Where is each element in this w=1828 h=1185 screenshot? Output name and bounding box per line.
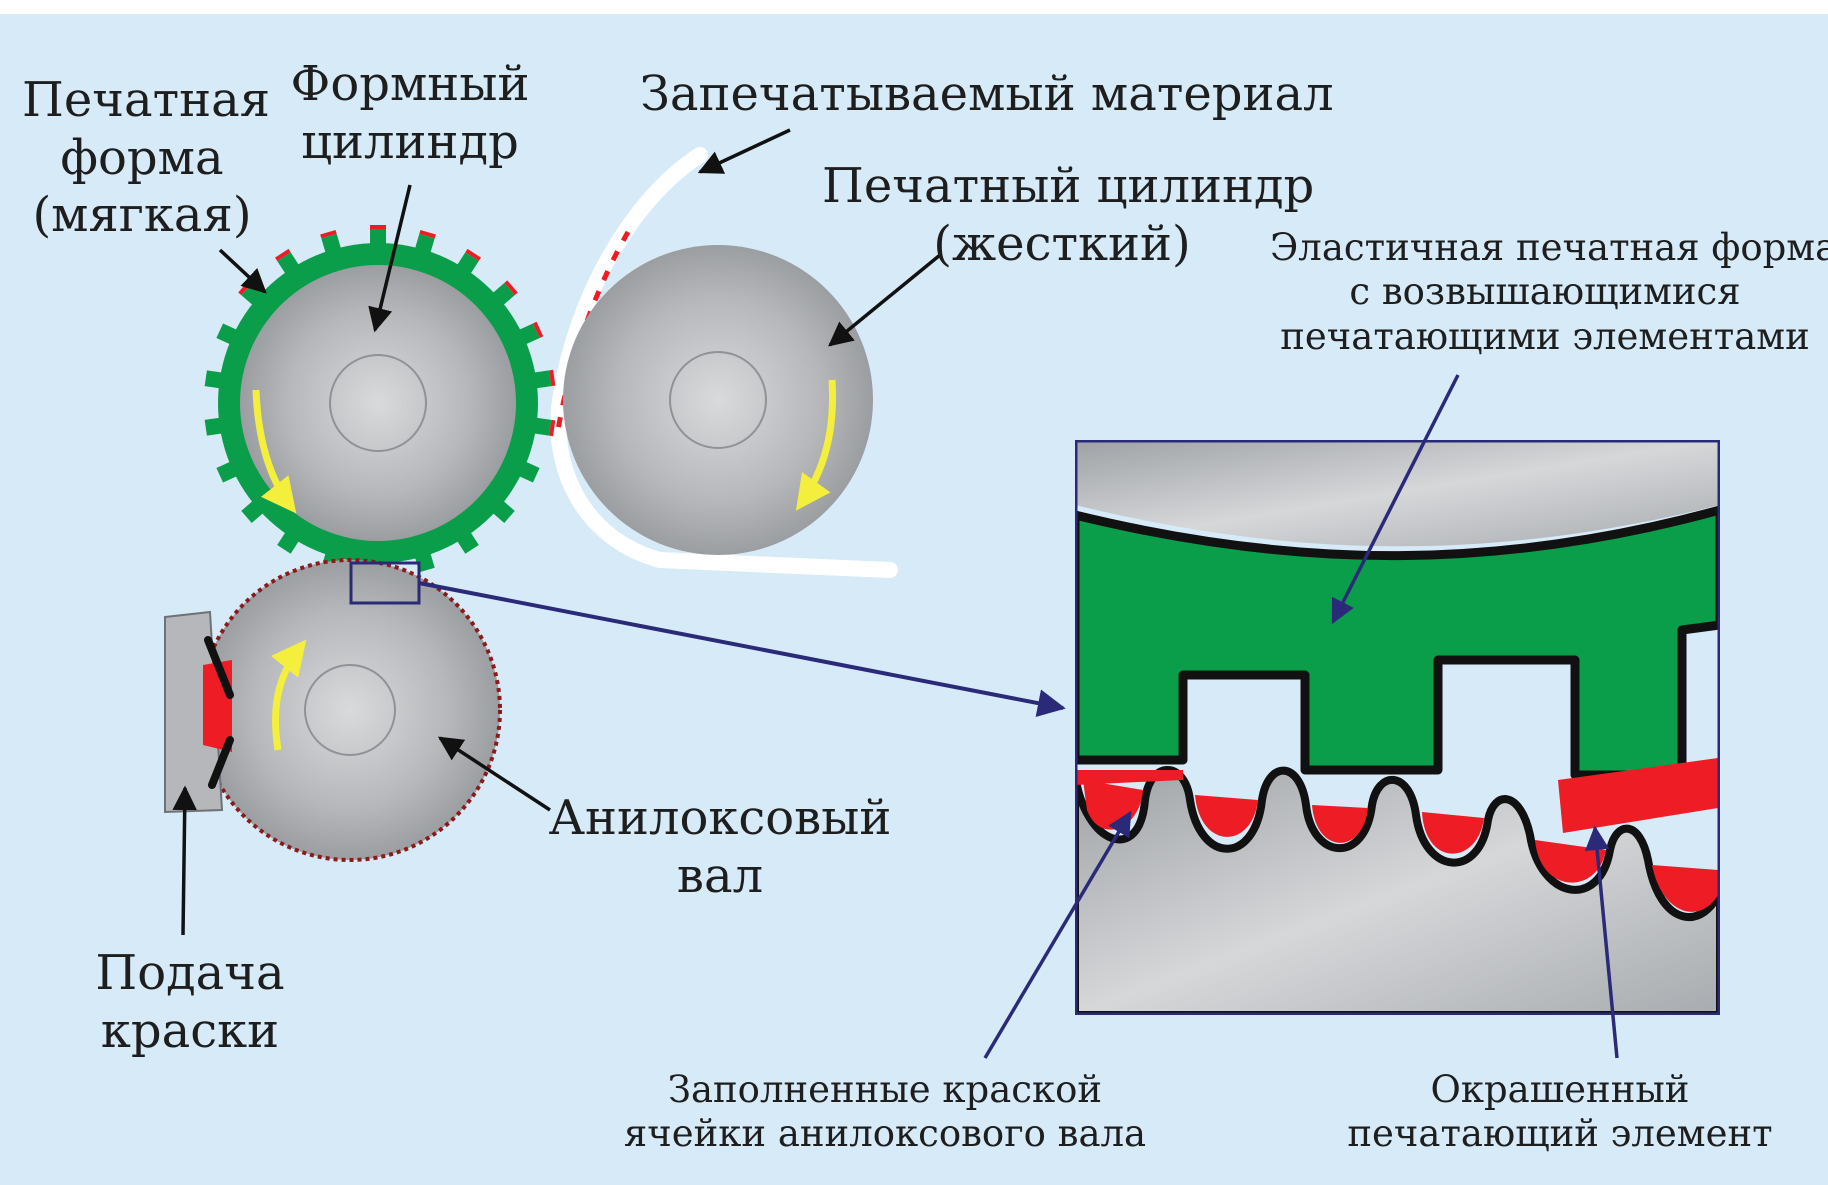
plate-tooth [277,531,300,554]
label-plate-soft-line1: Печатная [22,72,271,128]
label-filled-cells: Заполненные краской ячейки анилоксового … [605,1068,1165,1157]
label-elastic-plate-line2: с возвышающимися [1349,270,1741,314]
plate-tooth-ink [275,248,291,261]
rotation-arrow-plate [252,389,297,514]
rotation-arrow-anilox [270,639,307,751]
label-anilox-roll-line2: вал [676,847,764,904]
ink-chamber [164,610,234,814]
ink-cell-2 [1195,795,1258,837]
label-plate-soft-line2: форма [60,129,224,186]
label-substrate: Запечатываемый материал [640,66,1334,122]
arrow-filled-cells [983,810,1132,1059]
plate-tooth-ink [504,280,518,296]
anilox-roll [198,558,502,862]
plate-tooth [533,370,552,389]
ink-cell-3 [1312,805,1368,843]
arrow-impression-cylinder [828,253,942,347]
label-anilox-roll: Анилоксовый вал [545,790,895,905]
arrow-ink-supply [172,785,197,936]
plate-tooth [456,252,479,275]
label-inked-element-line1: Окрашенный [1430,1068,1690,1111]
label-filled-cells-line2: ячейки анилоксового вала [623,1112,1147,1156]
magnified-inset [1075,440,1720,1015]
label-elastic-plate-line1: Эластичная печатная форма [1270,226,1828,269]
arrow-anilox-roll [437,736,551,812]
plate-tooth [414,233,435,254]
plate-tooth [216,323,238,345]
plate-tooth-ink [532,321,544,338]
plate-tooth-ink [549,419,556,437]
plate-tooth-ink [370,225,386,229]
plate-tooth [321,233,342,254]
plate-tooth [241,500,264,523]
plate-tooth [204,370,223,389]
label-elastic-plate-line3: печатающими элементами [1280,314,1810,358]
label-ink-supply-line1: Подача [95,945,285,1001]
label-inked-element-line2: печатающий элемент [1347,1112,1773,1156]
arrow-elastic-plate [1331,374,1460,625]
label-filled-cells-line1: Заполненные краской [667,1068,1103,1111]
plate-tooth-ink [549,369,556,387]
label-plate-cylinder-line1: Формный [290,56,530,112]
plate-tooth [518,461,540,483]
label-ink-supply: Подача краски [80,945,300,1060]
label-impression-cylinder-line2: (жесткий) [933,215,1191,272]
label-plate-cylinder: Формный цилиндр [285,56,535,171]
plate-tooth [456,531,479,554]
plate-tooth [533,417,552,436]
label-impression-cylinder-line1: Печатный цилиндр [822,158,1315,214]
arrow-plate-soft [218,248,267,294]
ink-cell-4 [1422,812,1484,854]
label-plate-soft: Печатная форма (мягкая) [22,72,271,245]
label-inked-element: Окрашенный печатающий элемент [1335,1068,1785,1157]
ink-cell-6 [1652,865,1718,912]
inked-printing-element [1558,758,1718,833]
plate-tooth-ink [419,229,436,239]
plate-tooth-ink [465,248,481,261]
plate-tooth-ink [320,229,337,239]
plate-tooth [518,323,540,345]
rotation-arrow-impression [795,379,836,511]
plate-tooth [492,283,515,306]
arrow-substrate [697,128,791,174]
label-anilox-roll-line1: Анилоксовый [548,790,892,846]
substrate-ink-marks [555,230,631,431]
arrow-plate-cylinder [368,184,412,333]
label-plate-soft-line3: (мягкая) [32,187,252,244]
arrow-inked-element [1584,825,1619,1059]
impression-cylinder [563,245,873,555]
label-impression-cylinder: Печатный цилиндр (жесткий) [822,158,1315,273]
plate-tooth [370,229,386,245]
plate-cylinder [204,225,556,577]
zoom-connector-arrow [418,581,1066,717]
plate-tooth [204,417,223,436]
label-ink-supply-line2: краски [100,1002,280,1059]
plate-tooth [277,252,300,275]
plate-tooth [216,461,238,483]
label-elastic-plate: Эластичная печатная форма с возвышающими… [1270,226,1828,359]
substrate-web [550,147,898,578]
anilox-surface-inset [1075,766,1720,1015]
elastic-plate-inset [1075,505,1720,780]
label-plate-cylinder-line2: цилиндр [301,113,519,170]
plate-tooth [492,500,515,523]
